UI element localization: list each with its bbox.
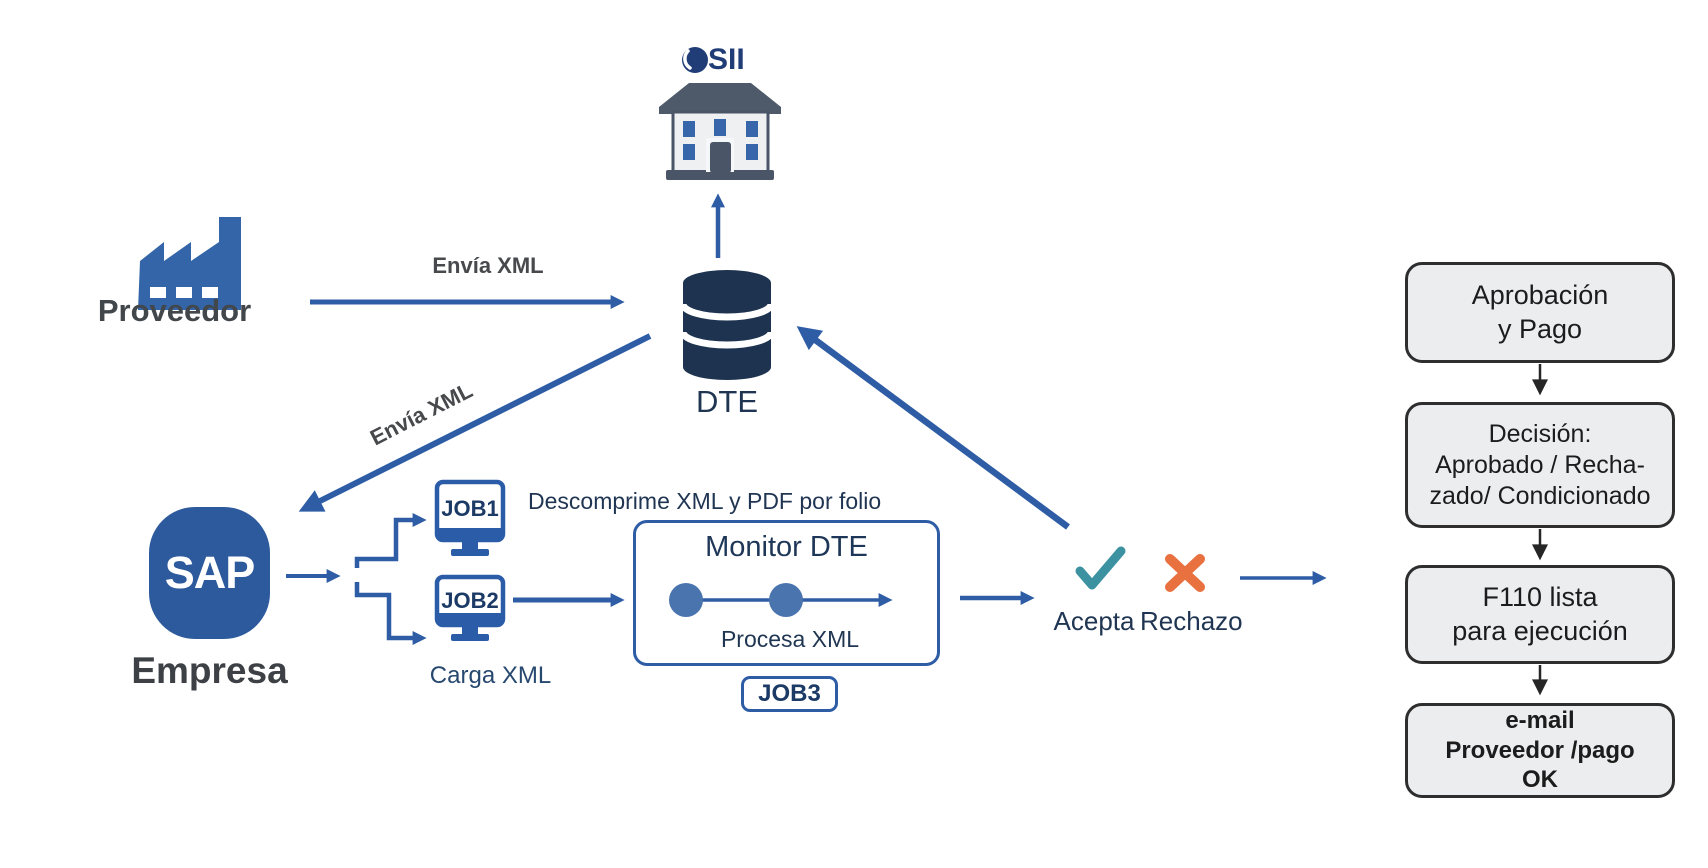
flow-box-line: Aprobado / Recha- [1435, 450, 1645, 479]
sap-logo-text: SAP [164, 547, 256, 598]
procesa-xml-label: Procesa XML [720, 626, 860, 652]
flow-box-line: para ejecución [1452, 615, 1628, 646]
flow-box-line: e-mail [1505, 706, 1575, 734]
empresa-label: Empresa [131, 650, 288, 691]
sii-circle-logo-icon [682, 47, 708, 73]
job2-monitor-icon [434, 574, 506, 641]
rechazo-label: Rechazo [1140, 606, 1243, 636]
database-cylinder-icon [679, 270, 775, 380]
dte-label: DTE [696, 384, 758, 419]
job2-label: JOB2 [441, 588, 499, 613]
carga-xml-label: Carga XML [429, 662, 552, 689]
flow-box-aprobacion-y-pago: Aprobación y Pago [1405, 262, 1675, 363]
check-icon [1075, 546, 1126, 590]
elbow-connector-to-job1 [354, 513, 427, 568]
job1-monitor-icon [434, 479, 506, 556]
envia-xml-top-label: Envía XML [432, 253, 544, 278]
elbow-connector-to-job2 [354, 582, 427, 645]
monitor-dte-title: Monitor DTE [705, 531, 868, 563]
arrow-dte-to-sap [298, 333, 652, 512]
acepta-label: Acepta [1053, 606, 1135, 636]
flow-box-line: Proveedor /pago [1445, 736, 1635, 764]
proveedor-label: Proveedor [97, 293, 252, 328]
flow-box-f110: F110 lista para ejecución [1405, 565, 1675, 664]
job3-label: JOB3 [758, 680, 821, 707]
flow-box-line: OK [1522, 766, 1558, 794]
arrow-acepta-to-dte [796, 326, 1070, 530]
sap-logo: SAP [149, 507, 270, 639]
descomprime-label: Descomprime XML y PDF por folio [528, 488, 882, 514]
flow-box-line: y Pago [1497, 313, 1583, 344]
factory-icon [138, 217, 241, 310]
job3-box: JOB3 [741, 676, 838, 712]
sii-logo-text: SII [708, 43, 745, 76]
x-icon [1165, 554, 1205, 592]
flow-box-line: F110 lista [1482, 582, 1598, 613]
job1-label: JOB1 [441, 496, 499, 521]
government-building-icon [659, 83, 781, 180]
monitor-timeline [669, 583, 893, 617]
flow-box-line: Aprobación [1471, 280, 1609, 311]
flow-box-email-proveedor: e-mail Proveedor /pago OK [1405, 703, 1675, 798]
flow-box-line: zado/ Condicionado [1429, 481, 1651, 510]
flow-box-line: Decisión: [1488, 419, 1592, 448]
flow-box-decision: Decisión: Aprobado / Recha- zado/ Condic… [1405, 402, 1675, 528]
